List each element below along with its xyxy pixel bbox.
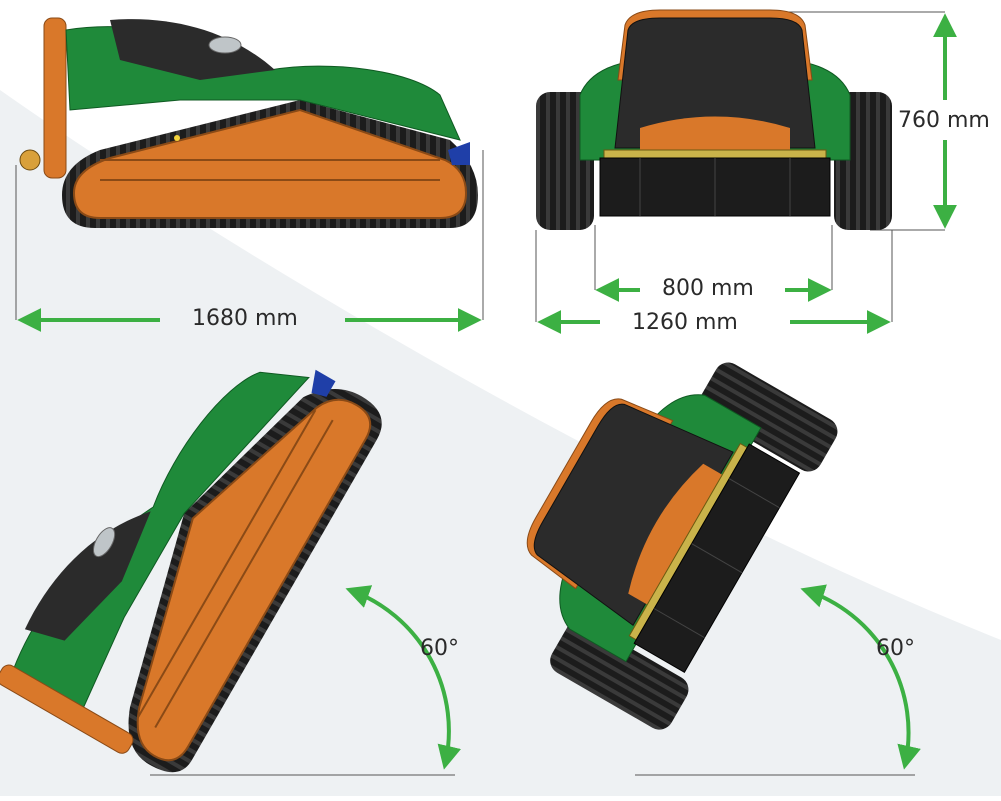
front-view-icon bbox=[535, 9, 945, 322]
side-view-tilted-icon bbox=[0, 369, 382, 773]
side-tilt-angle-label: 60° bbox=[420, 636, 459, 661]
front-tilt-angle-label: 60° bbox=[876, 636, 915, 661]
side-tilt-angle-arc bbox=[345, 585, 462, 770]
length-label: 1680 mm bbox=[192, 306, 298, 331]
track-gauge-label: 800 mm bbox=[662, 276, 754, 301]
front-tilt-angle-arc bbox=[800, 584, 921, 770]
width-label: 1260 mm bbox=[632, 310, 738, 335]
front-view-tilted-icon bbox=[526, 362, 838, 730]
side-view-icon bbox=[15, 17, 484, 320]
height-label: 760 mm bbox=[898, 108, 990, 133]
